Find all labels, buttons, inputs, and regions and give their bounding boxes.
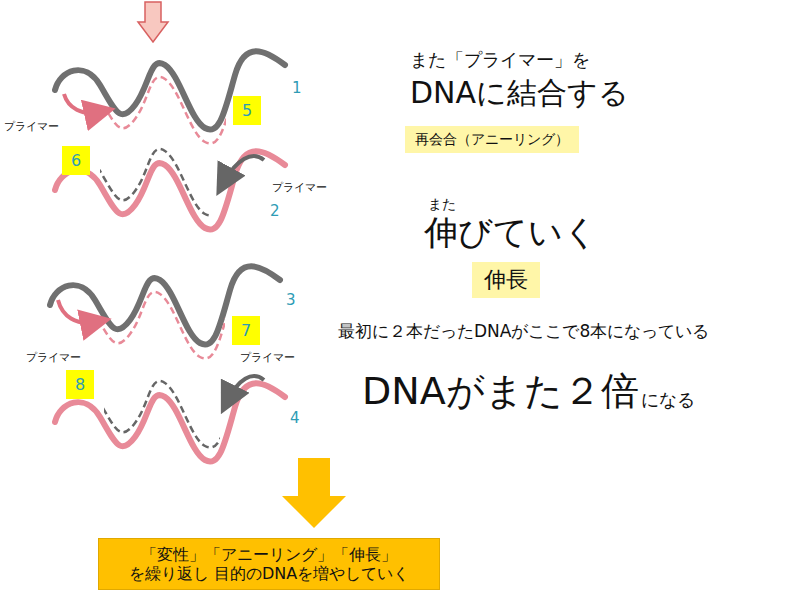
dna-pair-4 — [55, 369, 285, 461]
step-heading: DNAに結合する — [410, 76, 629, 111]
strand-number: 4 — [290, 410, 300, 427]
result-suffix: になる — [641, 390, 695, 411]
strand-number: 2 — [270, 203, 280, 220]
step-box: 再会合（アニーリング） — [405, 126, 579, 153]
primer-label: プライマー — [240, 352, 295, 365]
ruby-text: また — [428, 196, 456, 212]
note-text: 最初に２本だったDNAがここで8本になっている — [338, 322, 709, 342]
dna-pair-2 — [55, 137, 285, 229]
callout-box: 7 — [232, 316, 260, 345]
node-text: 再会合（アニーリング） — [415, 131, 569, 148]
step-text: また「プライマー」を — [410, 50, 590, 71]
node-text: 8 — [75, 375, 85, 394]
primer-label: プライマー — [272, 182, 327, 195]
dna-pair-1 — [55, 51, 285, 143]
result-heading: DNAがまた２倍 — [362, 370, 639, 414]
callout-box: 5 — [233, 96, 261, 125]
node-text: 6 — [71, 151, 81, 170]
node-text: 「変性」「アニーリング」「伸長」を繰り返し 目的のDNAを増やしていく — [109, 545, 429, 583]
summary-box: 「変性」「アニーリング」「伸長」を繰り返し 目的のDNAを増やしていく — [98, 538, 440, 590]
node-text: 7 — [241, 321, 251, 340]
step-heading: 伸びていく — [424, 213, 598, 252]
node-text: 5 — [242, 101, 252, 120]
node-text: 伸長 — [484, 267, 528, 293]
callout-box: 6 — [62, 146, 90, 175]
repeat-arrow — [282, 458, 346, 528]
denature-arrow — [138, 2, 168, 42]
callout-box: 8 — [66, 370, 94, 399]
strand-number: 3 — [286, 292, 296, 309]
dna-pair-3 — [50, 266, 280, 358]
step-box: 伸長 — [472, 262, 540, 298]
primer-label: プライマー — [4, 121, 59, 134]
strand-number: 1 — [292, 80, 302, 97]
primer-label: プライマー — [26, 352, 81, 365]
